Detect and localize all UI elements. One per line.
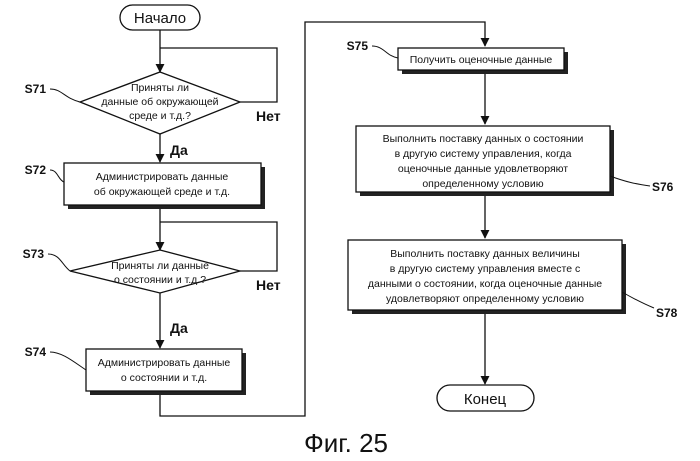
- s71-text-line-3: среде и т.д.?: [129, 110, 191, 122]
- end-terminal: Конец: [437, 385, 534, 411]
- s72-text-line-1: Администрировать данные: [96, 171, 229, 183]
- s75-leader-line: [372, 46, 398, 58]
- s76-text-line-1: Выполнить поставку данных о состоянии: [383, 133, 584, 145]
- s75-step-label: S75: [347, 39, 369, 53]
- s74-text-line-2: о состоянии и т.д.: [121, 372, 207, 384]
- s76-text-line-3: оценочные данные удовлетворяют: [398, 163, 568, 175]
- s72-step-label: S72: [25, 163, 47, 177]
- s73-text-line-2: о состоянии и т.д.?: [114, 274, 206, 286]
- s72-leader-line: [50, 170, 64, 182]
- s73-no-label: Нет: [256, 277, 281, 293]
- process-s72: Администрировать данные об окружающей ср…: [64, 163, 265, 209]
- s71-yes-label: Да: [170, 142, 188, 158]
- s71-step-label: S71: [25, 82, 47, 96]
- s76-leader-line: [610, 176, 650, 186]
- decision-s73: Приняты ли данные о состоянии и т.д.?: [70, 250, 240, 293]
- s72-text-line-2: об окружающей среде и т.д.: [94, 186, 230, 198]
- s75-text-line-1: Получить оценочные данные: [410, 54, 553, 66]
- decision-s71: Приняты ли данные об окружающей среде и …: [80, 72, 240, 134]
- s73-text-line-1: Приняты ли данные: [111, 260, 209, 272]
- process-s74: Администрировать данные о состоянии и т.…: [86, 349, 246, 395]
- s73-leader-line: [48, 254, 70, 271]
- figure-caption: Фиг. 25: [304, 428, 388, 458]
- s74-text-line-1: Администрировать данные: [98, 357, 231, 369]
- s71-no-label: Нет: [256, 108, 281, 124]
- s74-leader-line: [50, 352, 86, 370]
- s76-step-label: S76: [652, 180, 674, 194]
- s78-text-line-1: Выполнить поставку данных величины: [390, 248, 580, 260]
- start-label: Начало: [134, 10, 186, 27]
- s71-text-line-2: данные об окружающей: [101, 96, 218, 108]
- s74-step-label: S74: [25, 345, 47, 359]
- s78-step-label: S78: [656, 306, 678, 320]
- end-label: Конец: [464, 391, 507, 408]
- process-s76: Выполнить поставку данных о состоянии в …: [356, 126, 614, 196]
- s73-step-label: S73: [23, 247, 45, 261]
- s71-text-line-1: Приняты ли: [131, 82, 189, 94]
- s78-leader-line: [622, 292, 654, 308]
- s71-leader-line: [50, 89, 80, 102]
- s73-yes-label: Да: [170, 320, 188, 336]
- s78-text-line-2: в другую систему управления вместе с: [390, 263, 581, 275]
- process-s78: Выполнить поставку данных величины в дру…: [348, 240, 626, 314]
- s78-text-line-4: удовлетворяют определенному условию: [386, 293, 584, 305]
- start-terminal: Начало: [120, 5, 200, 30]
- process-s75: Получить оценочные данные: [398, 48, 568, 74]
- s78-text-line-3: данными о состоянии, когда оценочные дан…: [368, 278, 602, 290]
- s76-text-line-2: в другую систему управления, когда: [395, 148, 572, 160]
- s76-text-line-4: определенному условию: [422, 178, 543, 190]
